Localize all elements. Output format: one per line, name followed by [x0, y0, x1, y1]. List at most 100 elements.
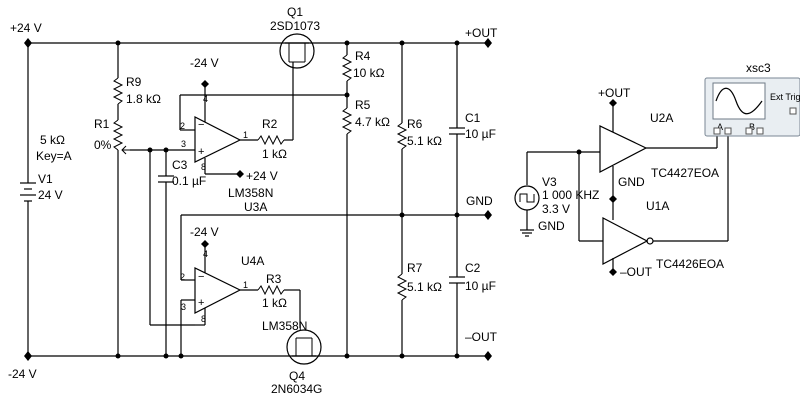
transistor-q1: Q1 2SD1073	[270, 5, 320, 69]
rail-label-pos24: +24 V	[10, 21, 42, 35]
resistor-r3: R3 1 kΩ	[240, 272, 301, 328]
u2a-supply: +OUT	[598, 86, 631, 100]
scope-terminal-b-minus[interactable]	[756, 127, 764, 135]
u1a-part: TC4426EOA	[656, 257, 724, 271]
r1-ref: R1	[94, 117, 110, 131]
svg-text:−: −	[198, 119, 204, 131]
scope-screen	[712, 82, 766, 120]
scope-terminal-a-plus[interactable]	[713, 127, 721, 135]
u3a-pin1: 1	[243, 130, 248, 140]
r1-pct: 0%	[94, 138, 112, 152]
r7-value: 5.1 kΩ	[407, 280, 442, 294]
rail-label-gnd: GND	[466, 194, 493, 208]
capacitor-c1: C1 10 µF	[449, 43, 496, 215]
u3a-supply-pos: +24 V	[246, 169, 278, 183]
scope-terminal-a-minus[interactable]	[724, 127, 732, 135]
r2-value: 1 kΩ	[262, 147, 287, 161]
v1-ref: V1	[38, 172, 53, 186]
scope-terminal-b-plus[interactable]	[745, 127, 753, 135]
opamp-u4a: -24 V U4A 4 2 3 1 8 LM358N − +	[180, 215, 307, 356]
u4a-pin1: 1	[243, 280, 248, 290]
c2-ref: C2	[465, 261, 481, 275]
rail-label-out-pos: +OUT	[465, 26, 498, 40]
u4a-ref: U4A	[241, 254, 264, 268]
c1-ref: C1	[465, 111, 481, 125]
scope-waveform	[715, 87, 763, 115]
svg-text:−: −	[198, 271, 204, 283]
scope-ext-trig-terminal[interactable]	[789, 107, 797, 115]
positive-rail: +24 V +OUT	[10, 21, 498, 48]
v3-amp: 3.3 V	[542, 202, 570, 216]
u3a-supply-neg: -24 V	[190, 56, 219, 70]
xsc3-ext-trig: Ext Trig	[770, 92, 800, 102]
u4a-pin3: 3	[181, 302, 186, 312]
svg-text:+: +	[198, 146, 204, 158]
c3-value: 0.1 µF	[172, 174, 206, 188]
battery-v1: V1 24 V	[20, 43, 63, 356]
wiper-net	[130, 147, 195, 326]
capacitor-c2: C2 10 µF	[449, 215, 496, 356]
v3-gnd: GND	[538, 219, 565, 233]
q1-ref: Q1	[287, 5, 303, 19]
svg-text:+: +	[198, 297, 204, 309]
c1-value: 10 µF	[465, 127, 496, 141]
transistor-q4: Q4 2N6034G	[271, 329, 322, 396]
u1a-supply: –OUT	[620, 265, 653, 279]
u4a-supply-neg: -24 V	[190, 225, 219, 239]
rail-label-out-neg: –OUT	[465, 330, 498, 344]
u2a-gnd: GND	[618, 175, 645, 189]
r6-ref: R6	[407, 117, 423, 131]
resistor-r4: R4 10 kΩ	[341, 43, 385, 95]
resistor-r5: R5 4.7 kΩ	[341, 95, 390, 356]
resistor-r9: R9 1.8 kΩ	[112, 43, 161, 120]
q4-ref: Q4	[289, 369, 305, 383]
u2a-ref: U2A	[650, 111, 673, 125]
negative-rail: -24 V –OUT	[8, 330, 498, 381]
v3-ref: V3	[542, 175, 557, 189]
u4a-pin8: 8	[201, 314, 206, 324]
u4a-pin2: 2	[180, 272, 185, 282]
q4-part: 2N6034G	[271, 382, 322, 396]
r4-ref: R4	[355, 49, 371, 63]
c3-ref: C3	[172, 158, 188, 172]
opamp-u3a: -24 V +24 V 4 2 3 1 8 LM358N U3A − +	[179, 56, 350, 214]
u3a-ref: U3A	[244, 200, 267, 214]
r4-value: 10 kΩ	[353, 66, 385, 80]
resistor-r6: R6 5.1 kΩ	[396, 43, 442, 215]
q1-part: 2SD1073	[270, 19, 320, 33]
rail-label-neg24: -24 V	[8, 367, 37, 381]
driver-circuit: V3 1 000 KHZ 3.3 V GND +OUT U2A TC4427EO…	[514, 86, 729, 279]
u3a-pin4: 4	[203, 94, 208, 104]
u4a-pin4: 4	[203, 249, 208, 259]
xsc3-ch-a: A	[717, 122, 723, 132]
r5-ref: R5	[355, 98, 371, 112]
u3a-pin8: 8	[201, 162, 206, 172]
oscilloscope-xsc3[interactable]: xsc3 Ext Trig A B	[704, 61, 800, 137]
r6-value: 5.1 kΩ	[407, 134, 442, 148]
r3-value: 1 kΩ	[262, 296, 287, 310]
xsc3-ch-b: B	[749, 122, 755, 132]
u4a-part: LM358N	[262, 319, 307, 333]
r9-ref: R9	[126, 75, 142, 89]
r3-ref: R3	[266, 272, 282, 286]
u1a-ref: U1A	[646, 199, 669, 213]
u3a-part: LM358N	[228, 186, 273, 200]
resistor-r2: R2 1 kΩ	[240, 62, 294, 161]
u3a-pin2: 2	[180, 121, 185, 131]
u3a-pin3: 3	[181, 139, 186, 149]
v3-freq: 1 000 KHZ	[542, 188, 599, 202]
r7-ref: R7	[407, 261, 423, 275]
resistor-r7: R7 5.1 kΩ	[396, 215, 442, 356]
c2-value: 10 µF	[465, 279, 496, 293]
r5-value: 4.7 kΩ	[355, 115, 390, 129]
potentiometer-r1: 5 kΩ Key=A R1 0%	[36, 117, 130, 359]
r2-ref: R2	[262, 117, 278, 131]
xsc3-ref: xsc3	[746, 61, 771, 75]
r1-value: 5 kΩ	[40, 133, 65, 147]
v1-value: 24 V	[38, 188, 63, 202]
r1-key: Key=A	[36, 149, 72, 163]
u2a-part: TC4427EOA	[651, 166, 719, 180]
capacitor-c3: C3 0.1 µF	[158, 147, 206, 359]
gnd-rail: GND	[181, 194, 493, 220]
